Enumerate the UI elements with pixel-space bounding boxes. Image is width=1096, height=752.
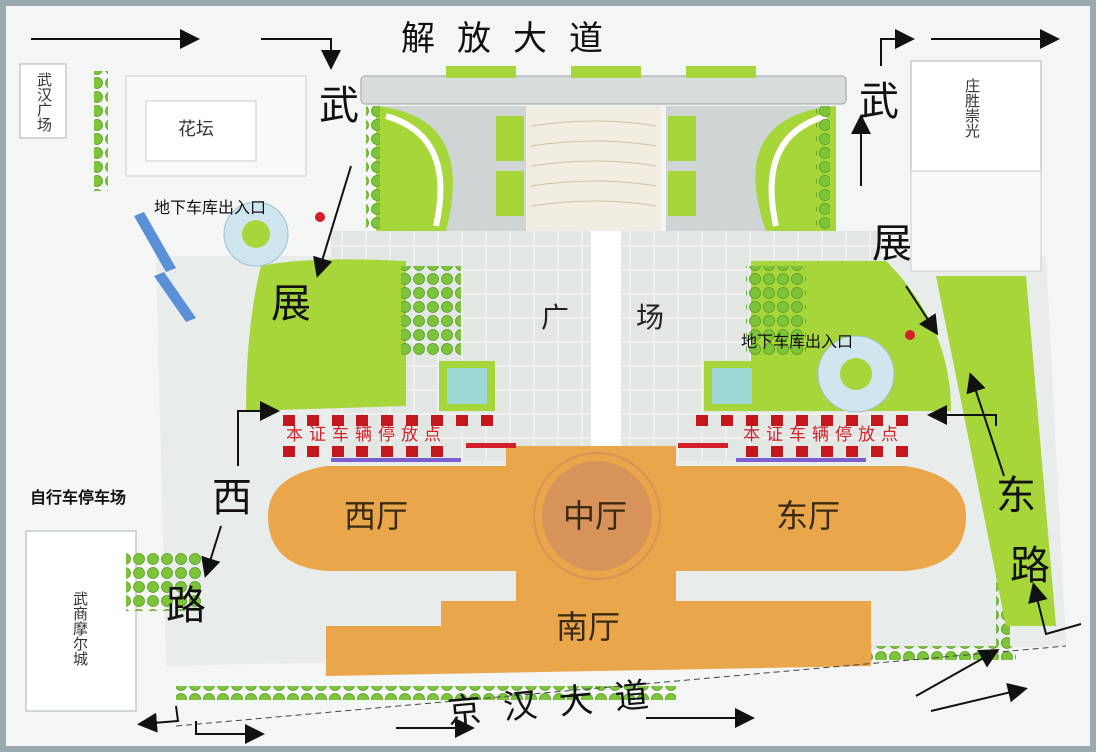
zhuangsheng-label: 庄胜崇光 (963, 78, 981, 138)
west-garden (246, 259, 406, 411)
south-hall-building (326, 626, 871, 676)
road-west-char-3: 西 (212, 475, 252, 521)
permit-parking-west-label: 本证车辆停放点 (286, 425, 447, 445)
plaza-label-right: 场 (636, 301, 665, 334)
plaza-label-left: 广 (541, 301, 570, 334)
road-west-char-4: 路 (166, 583, 206, 629)
permit-parking-east-spots (696, 415, 908, 457)
venue-map (6, 6, 1090, 746)
road-east-char-1: 武 (859, 79, 899, 125)
garage-west-marker (315, 212, 325, 222)
wuhan-square-label: 武汉广场 (35, 72, 53, 132)
garage-west-label: 地下车库出入口 (154, 198, 267, 217)
road-west-char-1: 武 (319, 83, 359, 129)
road-east-char-4: 路 (1010, 543, 1050, 589)
wushang-mall-label: 武商摩尔城 (71, 591, 89, 666)
permit-parking-west-spots (283, 415, 493, 457)
garage-east-label: 地下车库出入口 (741, 332, 854, 351)
wushang-mall-block (25, 530, 137, 712)
road-east-char-2: 展 (872, 221, 912, 267)
center-hall-circle (542, 461, 652, 571)
permit-parking-east-label: 本证车辆停放点 (743, 425, 904, 445)
garage-east-marker (905, 330, 915, 340)
west-hall-label: 西厅 (344, 497, 409, 535)
traffic-arrows (31, 29, 1082, 744)
center-hall-label: 中厅 (563, 497, 628, 535)
bicycle-parking-label: 自行车停车场 (30, 488, 127, 507)
south-hall-label: 南厅 (556, 608, 621, 646)
road-west-char-2: 展 (271, 281, 311, 327)
wuhan-square-block (19, 63, 67, 139)
flower-bed-label: 花坛 (178, 119, 214, 140)
road-east-char-3: 东 (996, 473, 1036, 519)
east-hall-label: 东厅 (776, 497, 841, 535)
road-north-label: 解放大道 (401, 19, 625, 59)
